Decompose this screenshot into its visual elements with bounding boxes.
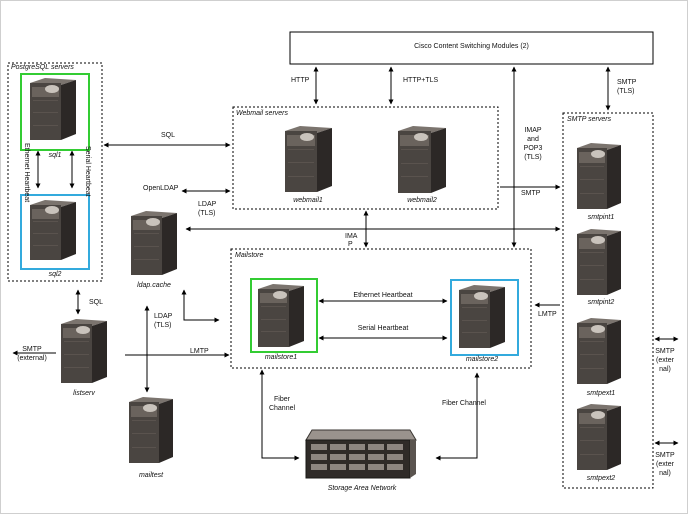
smtp-ext-r1-label-2: (exter — [656, 357, 674, 364]
ldap-cache-name: ldap.cache — [137, 282, 171, 289]
listserv-name: listserv — [73, 390, 95, 397]
smtp-group-title: SMTP servers — [567, 116, 612, 123]
ldap-tls-b-label-1: LDAP — [154, 313, 173, 320]
imap-pop3-label-3: POP3 — [523, 145, 543, 152]
mailstore2-highlight — [450, 279, 519, 356]
smtp-ext-r1-label-1: SMTP — [655, 348, 675, 355]
lmtp-right-label: LMTP — [538, 311, 557, 318]
smtpint1-server-icon — [577, 143, 621, 209]
mailtest-name: mailtest — [138, 472, 164, 479]
cisco-label: Cisco Content Switching Modules (2) — [414, 43, 529, 50]
smtp-external-label-1: SMTP — [22, 346, 42, 353]
smtp-external-label-2: (external) — [17, 355, 47, 362]
webmail-group-title: Webmail servers — [236, 110, 288, 117]
https-label: HTTP+TLS — [403, 77, 439, 84]
smtp-ext-r1-label-3: nal) — [659, 366, 671, 373]
webmail1-name: webmail1 — [293, 197, 323, 204]
serial-heartbeat-label: Serial Heartbeat — [357, 325, 409, 332]
sql1-highlight — [20, 73, 90, 151]
sql-bottom-label: SQL — [89, 299, 104, 306]
mailtest-server-icon — [129, 397, 173, 463]
mailstore2-name: mailstore2 — [465, 356, 499, 363]
imap-label-1: IMA — [345, 233, 358, 240]
smtp-ext-r2-label-2: (exter — [656, 461, 674, 468]
mailstore-group-title: Mailstore — [235, 252, 264, 259]
smtp-ext-r2-label-3: nal) — [659, 470, 671, 477]
mailstore2-server-icon — [459, 285, 505, 348]
smtpint2-server-icon — [577, 229, 621, 295]
smtp-group-box — [562, 112, 654, 489]
sql-top-label: SQL — [161, 132, 176, 139]
sql1-name: sql1 — [48, 152, 62, 159]
smtp-ext-r2-label-1: SMTP — [655, 452, 675, 459]
imap-pop3-label-4: (TLS) — [524, 154, 542, 161]
smtp-tls-label-2: (TLS) — [617, 88, 635, 95]
mailstore1-highlight — [250, 278, 318, 353]
serial-heartbeat-vertical-label: Serial Heartbeat — [84, 146, 91, 197]
mailstore1-server-icon — [258, 284, 304, 347]
listserv-server-icon — [61, 319, 107, 383]
cisco-box — [289, 31, 654, 65]
lmtp-left-label: LMTP — [190, 348, 209, 355]
smtpext2-server-icon — [577, 404, 621, 470]
ldap-cache-server-icon — [131, 211, 177, 275]
smtpext1-server-icon — [577, 318, 621, 384]
imap-pop3-label-2: and — [527, 136, 539, 143]
webmail1-server-icon — [285, 126, 332, 192]
mailstore-group-box — [230, 248, 532, 369]
fiber-right-label: Fiber Channel — [442, 400, 486, 407]
ethernet-heartbeat-vertical-label: Ethernet Heartbeat — [23, 143, 30, 203]
mailstore1-name: mailstore1 — [264, 354, 298, 361]
http-label: HTTP — [291, 77, 310, 84]
openldap-label: OpenLDAP — [143, 185, 179, 192]
sql1-server-icon — [30, 78, 76, 140]
smtpint1-name: smtpint1 — [587, 214, 615, 221]
san-array-icon — [305, 429, 417, 479]
ethernet-heartbeat-label: Ethernet Heartbeat — [353, 292, 413, 299]
san-label: Storage Area Network — [327, 485, 397, 492]
ldap-tls-a-label-1: LDAP — [198, 201, 217, 208]
smtpext1-name: smtpext1 — [586, 390, 616, 397]
sql2-highlight — [20, 194, 90, 270]
imap-pop3-label-1: IMAP — [524, 127, 542, 134]
ldap-tls-a-label-2: (TLS) — [198, 210, 216, 217]
webmail2-server-icon — [398, 126, 446, 193]
smtp-mid-label: SMTP — [521, 190, 541, 197]
ldap-tls-b-label-2: (TLS) — [154, 322, 172, 329]
sql2-name: sql2 — [48, 271, 62, 278]
smtpint2-name: smtpint2 — [587, 299, 615, 306]
fiber-left-label-1: Fiber — [274, 396, 290, 403]
imap-label-2: P — [348, 241, 353, 248]
fiber-left-label-2: Channel — [268, 405, 296, 412]
webmail-group-box — [232, 106, 499, 210]
smtp-tls-label-1: SMTP — [617, 79, 637, 86]
smtpext2-name: smtpext2 — [586, 475, 616, 482]
postgres-group-title: PostgreSQL servers — [11, 64, 74, 71]
sql2-server-icon — [30, 200, 76, 260]
webmail2-name: webmail2 — [407, 197, 437, 204]
